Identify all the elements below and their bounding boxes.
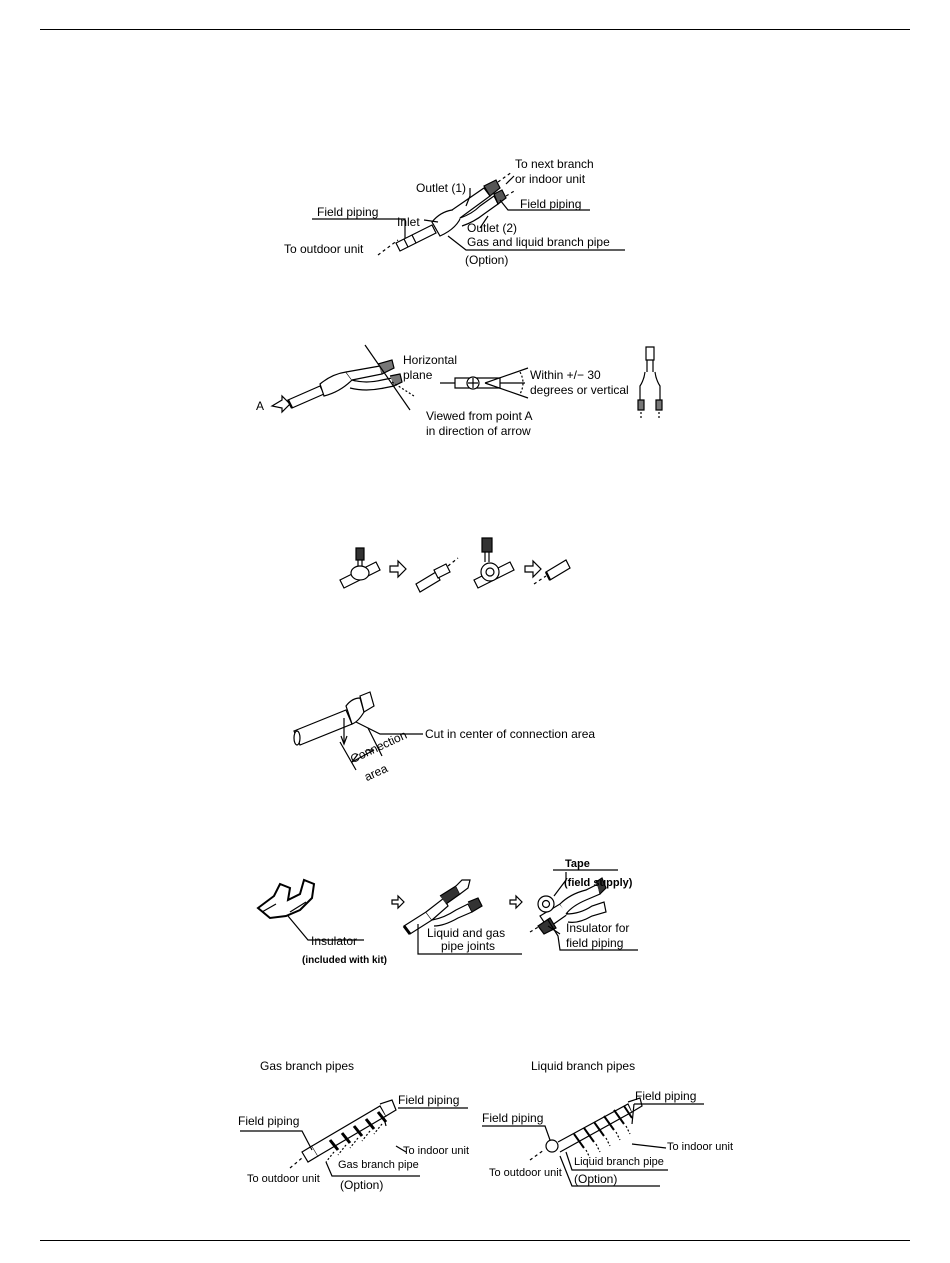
top-rule	[40, 29, 910, 30]
field-piping-label: field piping	[566, 936, 624, 950]
liquid-field-piping-left-label: Field piping	[482, 1111, 544, 1125]
insulator-for-label: Insulator for	[566, 921, 630, 935]
in-direction-label: in direction of arrow	[426, 424, 531, 438]
field-piping-left-label: Field piping	[317, 205, 379, 219]
liquid-field-piping-top-label: Field piping	[635, 1089, 697, 1103]
plane-label: plane	[403, 368, 433, 382]
inlet-label: Inlet	[397, 215, 420, 229]
option-label: (Option)	[465, 253, 509, 267]
included-with-kit-label: (included with kit)	[302, 955, 387, 966]
gas-option-label: (Option)	[340, 1178, 384, 1192]
gas-liquid-branch-label: Gas and liquid branch pipe	[467, 235, 610, 249]
outlet-2-label: Outlet (2)	[467, 221, 518, 235]
insulator-label: Insulator	[311, 934, 358, 948]
horizontal-label: Horizontal	[403, 353, 458, 367]
gas-branch-pipe-label: Gas branch pipe	[338, 1159, 419, 1171]
liquid-branch-pipe-label: Liquid branch pipe	[574, 1156, 664, 1168]
liquid-to-indoor-label: To indoor unit	[667, 1141, 734, 1153]
to-outdoor-unit-label: To outdoor unit	[284, 242, 364, 256]
degrees-vertical-label: degrees or vertical	[530, 383, 629, 397]
viewed-from-label: Viewed from point A	[426, 409, 533, 423]
or-indoor-unit-label: or indoor unit	[515, 172, 586, 186]
bottom-rule	[40, 1240, 910, 1241]
pipe-joints-label: pipe joints	[441, 939, 496, 953]
outlet-1-label: Outlet (1)	[416, 181, 467, 195]
tape-label: Tape	[565, 858, 590, 870]
gas-to-outdoor-label: To outdoor unit	[247, 1173, 320, 1185]
liquid-and-gas-label: Liquid and gas	[427, 926, 506, 940]
liquid-branch-pipes-title: Liquid branch pipes	[531, 1059, 636, 1073]
field-supply-label: (field supply)	[564, 877, 633, 889]
gas-field-piping-top-label: Field piping	[398, 1093, 460, 1107]
gas-field-piping-left-label: Field piping	[238, 1114, 300, 1128]
cut-center-label: Cut in center of connection area	[425, 727, 596, 741]
within-30-label: Within +/− 30	[530, 368, 601, 382]
point-a-label: A	[256, 399, 265, 413]
liquid-to-outdoor-label: To outdoor unit	[489, 1167, 562, 1179]
liquid-option-label: (Option)	[574, 1172, 618, 1186]
gas-branch-pipes-title: Gas branch pipes	[260, 1059, 355, 1073]
gas-to-indoor-label: To indoor unit	[403, 1145, 470, 1157]
to-next-branch-label: To next branch	[515, 157, 594, 171]
field-piping-right-label: Field piping	[520, 197, 582, 211]
